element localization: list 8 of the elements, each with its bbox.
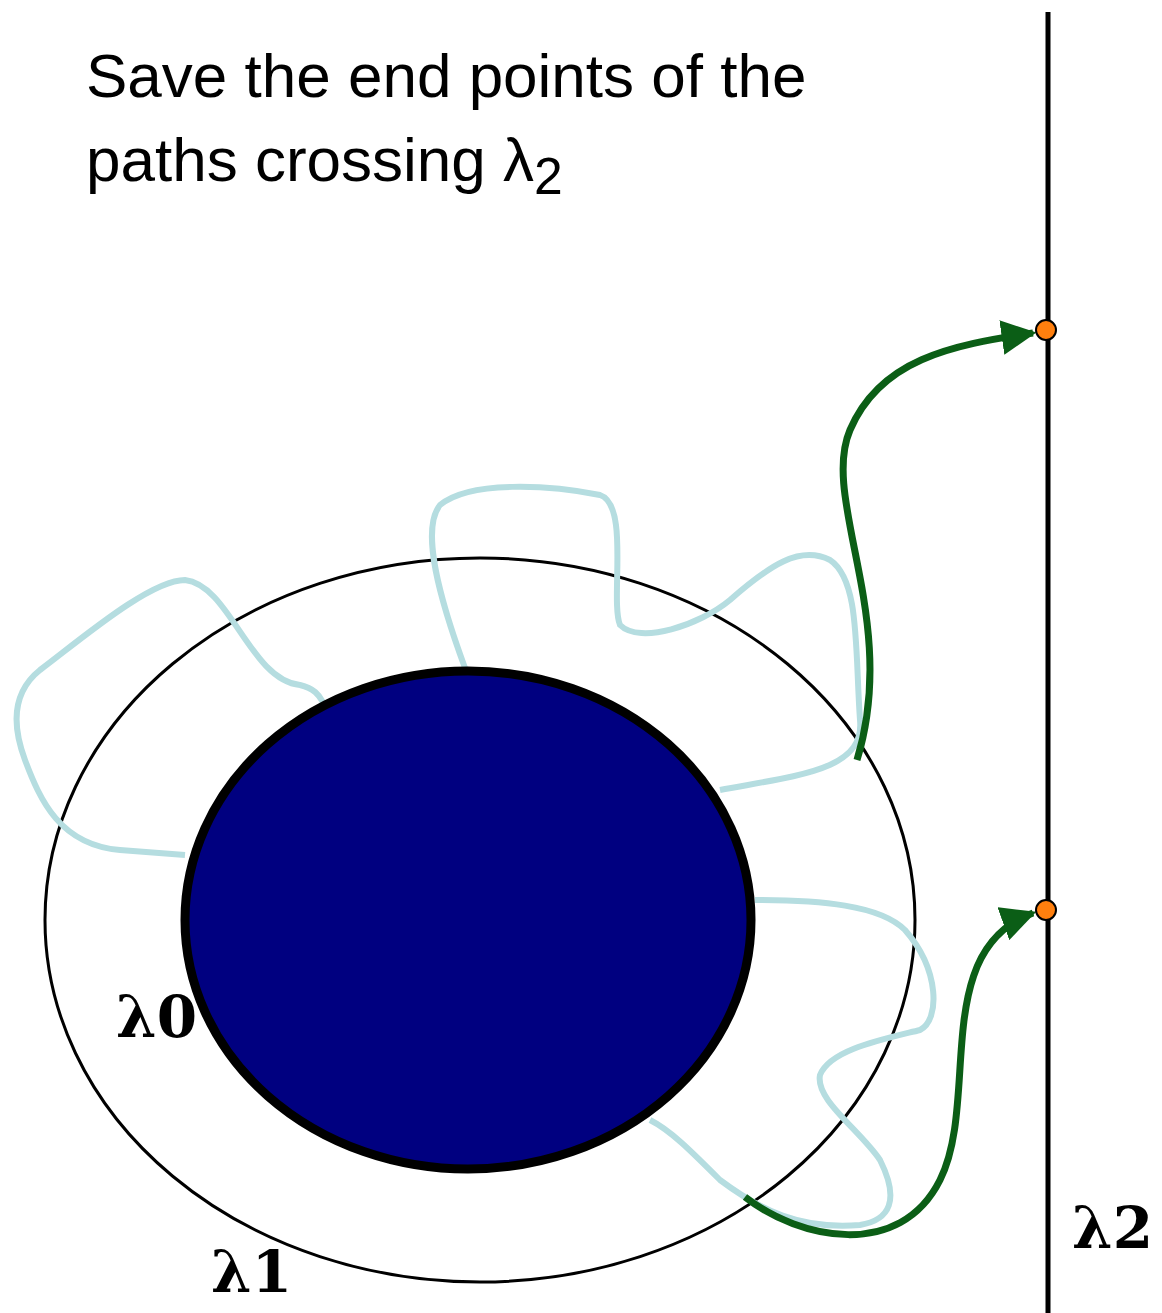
title: Save the end points of the paths crossing λ$_{2}$ <box>86 40 808 208</box>
symbol-label: λ2 <box>1072 1196 1154 1260</box>
arrow <box>743 909 1037 1238</box>
symbol-label: λ1 <box>211 1240 293 1304</box>
end-point-dot <box>1035 899 1057 921</box>
end-point-dot <box>1035 319 1057 341</box>
arrow <box>839 320 1037 761</box>
symbol-label: λ0 <box>116 985 198 1049</box>
